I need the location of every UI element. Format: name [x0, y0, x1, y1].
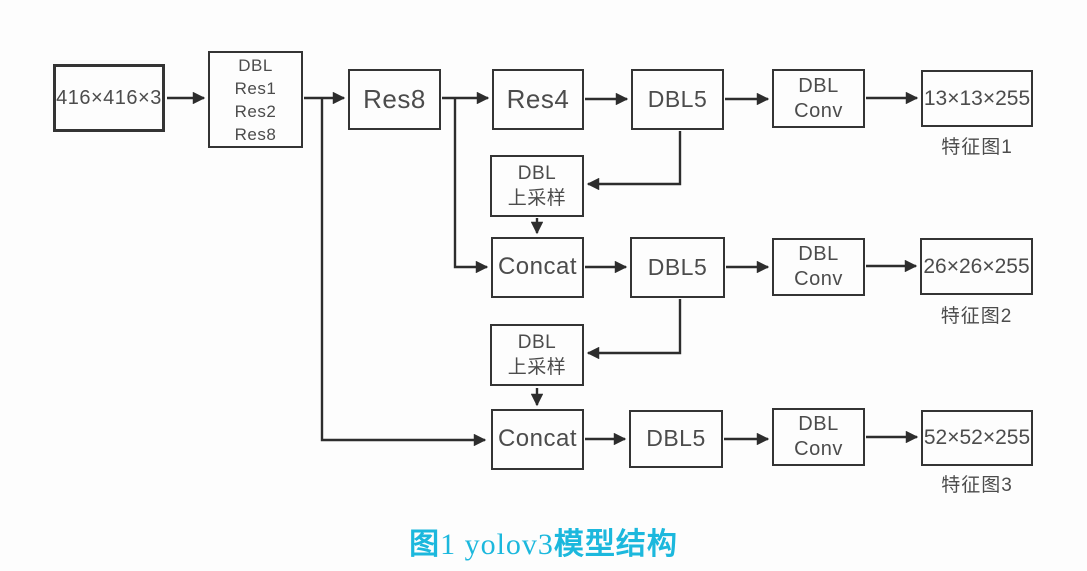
node-label-line: DBL [517, 163, 557, 184]
node-label-line: 上采样 [507, 188, 567, 209]
node-label-line: Res1 [234, 78, 277, 98]
caption-fig-number: 1 yolov3 [440, 528, 554, 561]
node-label: Res4 [506, 83, 570, 114]
node-dbl5-row2: DBL5 [630, 237, 725, 298]
node-label-line: Conv [794, 99, 843, 122]
node-dbl-upsample-row1: DBL 上采样 [490, 155, 584, 217]
node-label: DBL5 [647, 253, 708, 280]
node-concat-row2: Concat [491, 237, 584, 298]
feature-map-label-1: 特征图1 [941, 137, 1013, 158]
node-dbl-conv-row2: DBL Conv [772, 238, 865, 296]
node-label-line: Res8 [234, 124, 277, 144]
node-label: Concat [497, 425, 578, 453]
node-res4: Res4 [492, 69, 584, 130]
feature-map-label-3: 特征图3 [941, 475, 1013, 496]
node-concat-row3: Concat [491, 409, 584, 470]
node-label-line: Conv [794, 268, 843, 290]
node-output-row1: 13×13×255 [921, 70, 1033, 127]
caption-fig-label: 图 [409, 528, 441, 561]
node-res8: Res8 [348, 69, 441, 130]
node-label-line: DBL [238, 55, 273, 75]
node-label: 52×52×255 [923, 426, 1031, 450]
node-label: DBL5 [646, 425, 706, 452]
node-label-line: DBL [798, 413, 839, 435]
node-backbone: DBL Res1 Res2 Res8 [208, 51, 303, 148]
node-label-line: Res2 [234, 101, 277, 121]
node-output-row3: 52×52×255 [921, 410, 1033, 466]
node-dbl5-row3: DBL5 [629, 410, 723, 468]
node-label-line: DBL [517, 332, 557, 353]
node-label-line: DBL [798, 74, 839, 97]
node-label: Concat [497, 253, 578, 281]
node-label-line: Conv [794, 438, 843, 460]
node-label: 416×416×3 [56, 87, 162, 109]
figure-caption: 图1 yolov3模型结构 [0, 519, 1087, 563]
node-label: 13×13×255 [923, 86, 1031, 110]
node-dbl-conv-row3: DBL Conv [772, 408, 865, 466]
node-label: Res8 [363, 83, 426, 114]
node-dbl-upsample-row2: DBL 上采样 [490, 324, 584, 386]
node-label: 26×26×255 [923, 254, 1030, 278]
node-label: DBL5 [647, 85, 708, 112]
node-dbl5-row1: DBL5 [631, 69, 724, 130]
node-dbl-conv-row1: DBL Conv [772, 69, 865, 128]
caption-title: 模型结构 [553, 528, 678, 561]
feature-map-label-2: 特征图2 [940, 306, 1013, 327]
node-label-line: DBL [798, 243, 839, 265]
node-output-row2: 26×26×255 [920, 238, 1033, 295]
node-input-dims: 416×416×3 [53, 64, 165, 132]
node-label-line: 上采样 [507, 357, 567, 378]
